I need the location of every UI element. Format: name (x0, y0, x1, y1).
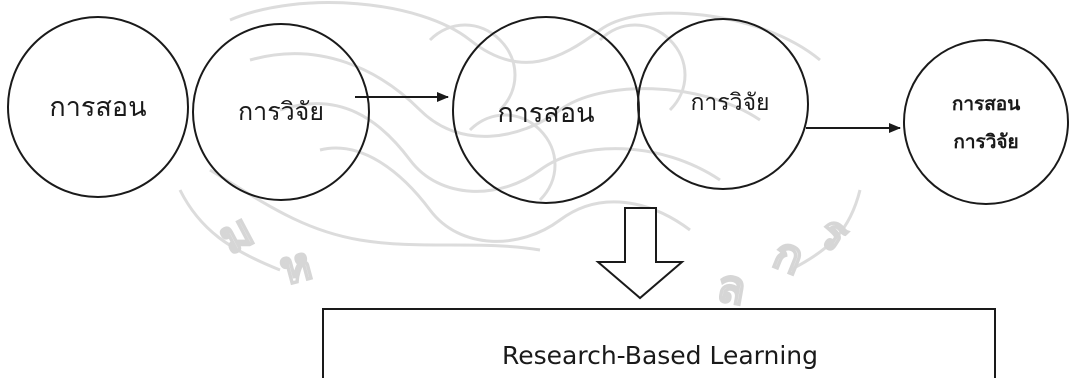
svg-text:ล: ล (713, 258, 750, 316)
svg-text:ห: ห (274, 236, 317, 296)
circle-shape (637, 18, 809, 190)
circle-node-teaching-research: การสอน การวิจัย (903, 39, 1069, 205)
result-box-label: Research-Based Learning (502, 341, 818, 370)
circle-node-teaching-2: การสอน (452, 16, 640, 204)
circle-node-research-2: การวิจัย (637, 18, 809, 190)
circle-shape (192, 23, 370, 201)
svg-text:ร: ร (809, 204, 859, 263)
circle-label: การวิจัย (690, 90, 769, 116)
down-arrow-icon (595, 207, 685, 300)
result-box-border (322, 308, 996, 378)
circle-node-research-1: การวิจัย (192, 23, 370, 201)
result-box: Research-Based Learning (322, 308, 996, 378)
circle-label: การสอน (497, 98, 594, 129)
circle-label: การสอน (49, 92, 146, 123)
svg-text:ม: ม (210, 203, 262, 265)
circle-node-teaching-1: การสอน (7, 16, 189, 198)
svg-text:ก: ก (766, 225, 812, 286)
circle-label: การวิจัย (238, 97, 324, 126)
university-seal-watermark: ม ห ก ร ล (178, 1, 862, 317)
circle-label-line-1: การสอน (952, 93, 1020, 115)
circle-shape (903, 39, 1069, 205)
circle-shape (7, 16, 189, 198)
circle-label-line-2: การวิจัย (953, 131, 1018, 153)
